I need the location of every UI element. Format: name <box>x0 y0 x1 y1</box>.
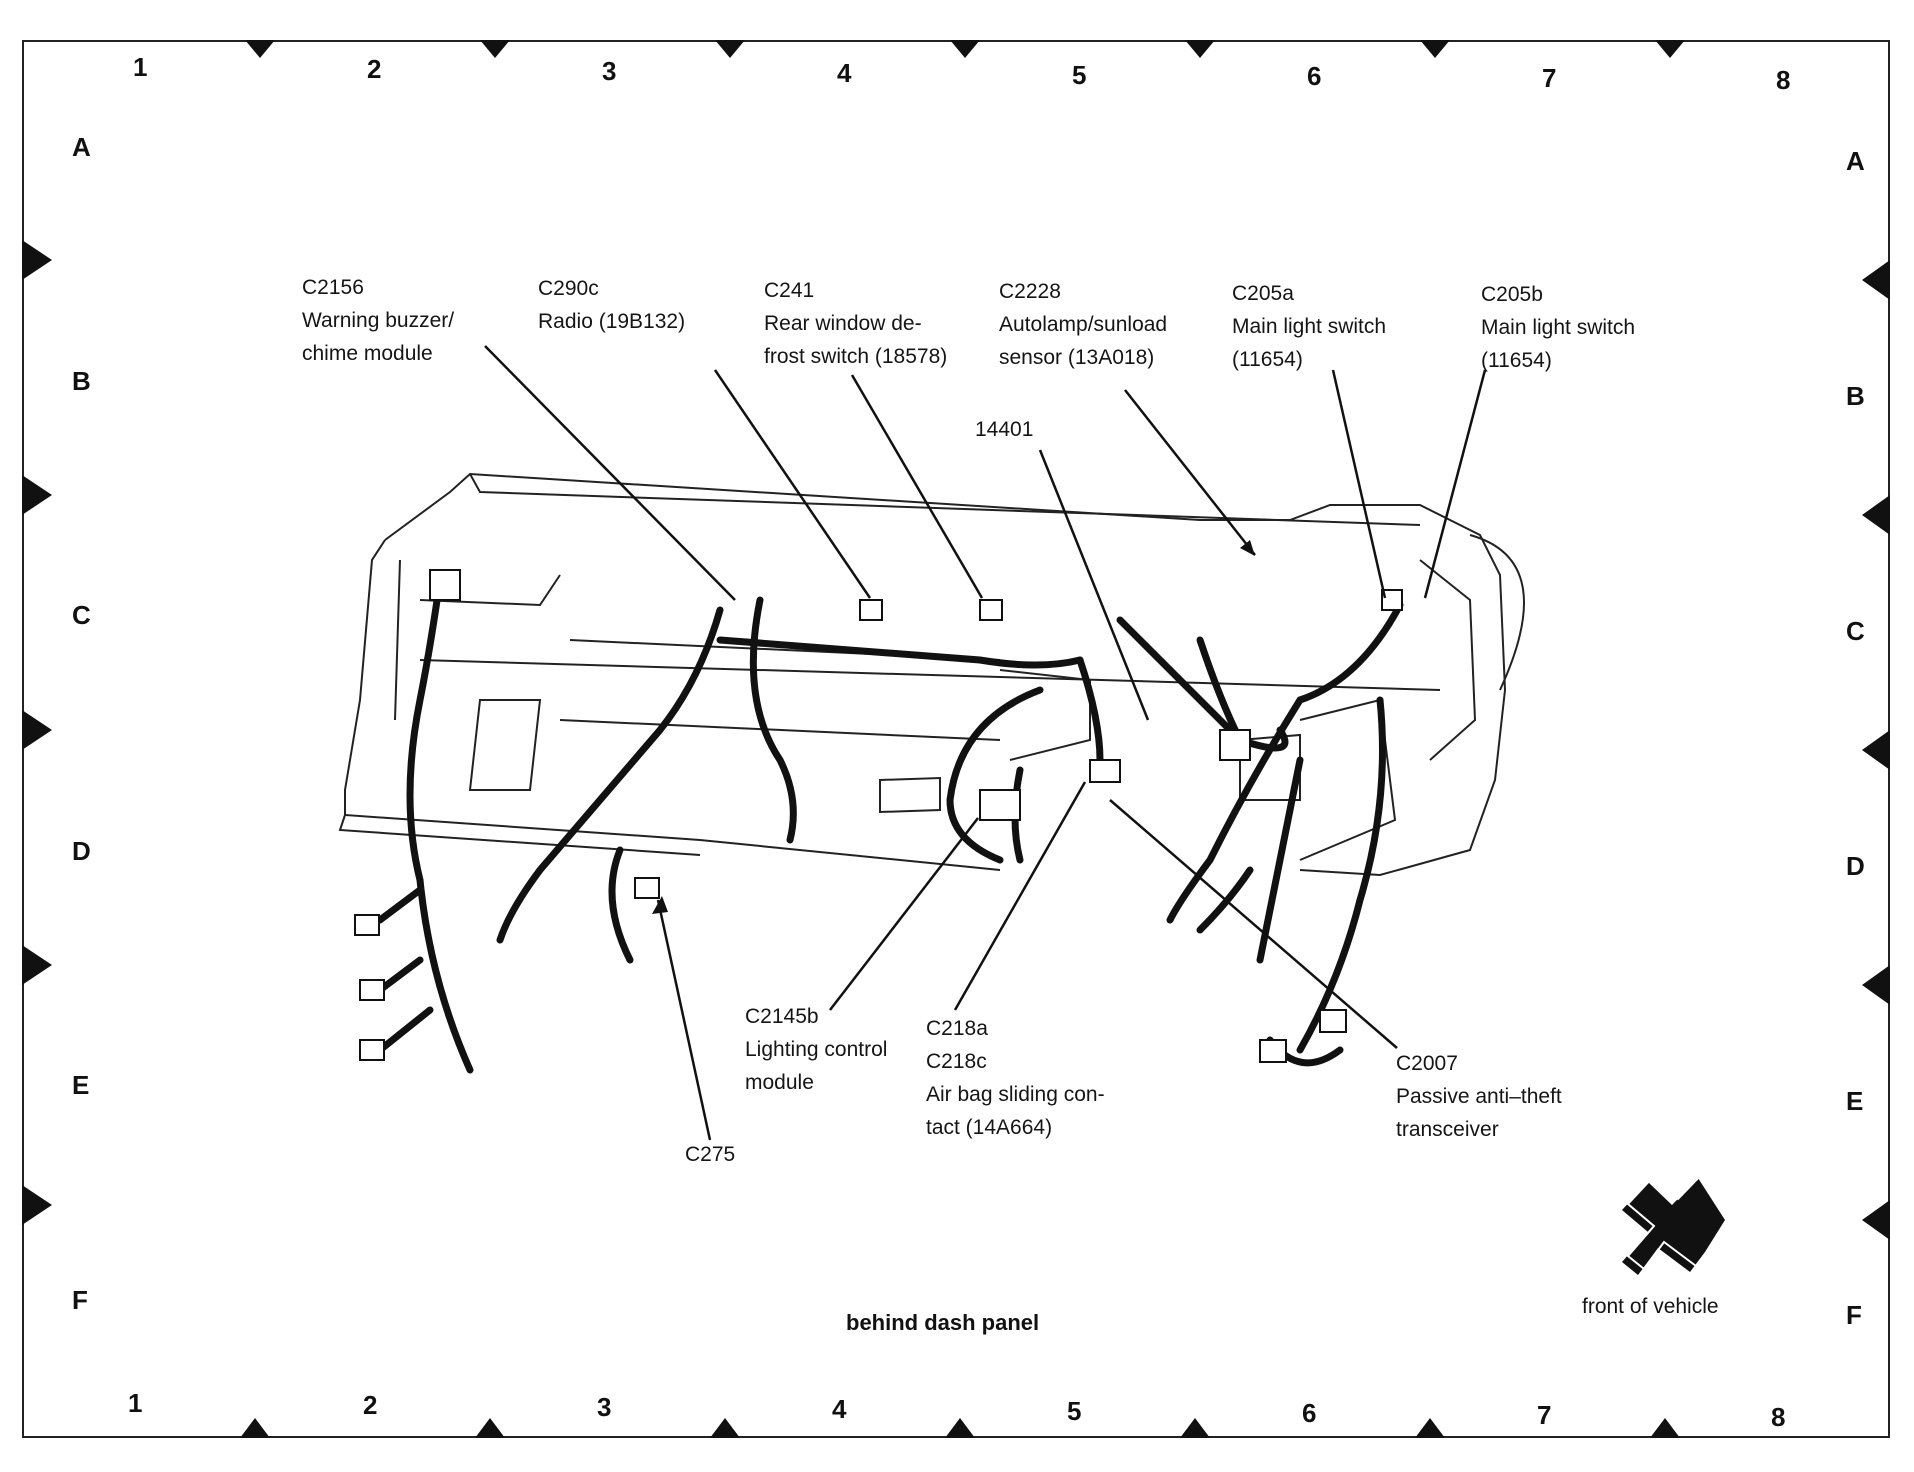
callout-desc-1: Autolamp/sunload <box>999 313 1168 336</box>
grid-row-right-A: A <box>1846 146 1865 176</box>
grid-col-bottom-1: 1 <box>128 1388 143 1418</box>
callout-c2156: C2156 Warning buzzer/ chime module <box>302 271 454 370</box>
grid-col-bottom-8: 8 <box>1771 1402 1786 1432</box>
grid-col-top-1: 1 <box>133 52 148 82</box>
callout-desc-2: (11654) <box>1481 349 1552 372</box>
callout-desc-1: Main light switch <box>1481 316 1636 339</box>
callout-code: C2156 <box>302 276 364 299</box>
callout-c2007: C2007 Passive anti–theft transceiver <box>1396 1047 1562 1146</box>
grid-col-bottom-3: 3 <box>597 1392 612 1422</box>
grid-col-bottom-6: 6 <box>1302 1398 1317 1428</box>
callout-code-2: C218c <box>926 1050 987 1073</box>
connectors <box>354 569 1403 1063</box>
callout-desc-2: frost switch (18578) <box>764 345 948 368</box>
grid-row-left-C: C <box>72 600 91 630</box>
grid-col-top-6: 6 <box>1307 61 1322 91</box>
callout-desc-1: Warning buzzer/ <box>302 309 455 332</box>
callout-desc-2: (11654) <box>1232 348 1303 371</box>
grid-col-top-5: 5 <box>1072 60 1087 90</box>
callout-desc-2: transceiver <box>1396 1118 1499 1141</box>
callout-desc-2: tact (14A664) <box>926 1116 1053 1139</box>
callout-c2228: C2228 Autolamp/sunload sensor (13A018) <box>999 275 1167 374</box>
grid-row-right-F: F <box>1846 1300 1862 1330</box>
callout-c218: C218a C218c Air bag sliding con- tact (1… <box>926 1012 1105 1144</box>
callout-desc-2: sensor (13A018) <box>999 346 1155 369</box>
grid-row-right-D: D <box>1846 851 1865 881</box>
grid-row-left-B: B <box>72 366 91 396</box>
callout-code: C275 <box>685 1143 736 1166</box>
grid-row-left-D: D <box>72 836 91 866</box>
callout-c290c: C290c Radio (19B132) <box>538 272 685 338</box>
callout-c241: C241 Rear window de- frost switch (18578… <box>764 274 947 373</box>
leader-lines <box>484 345 1487 1141</box>
callout-code: C218a <box>926 1017 988 1040</box>
callout-desc-1: Rear window de- <box>764 312 922 335</box>
grid-col-bottom-2: 2 <box>363 1390 378 1420</box>
callout-desc-2: module <box>745 1071 814 1094</box>
grid-row-left-E: E <box>72 1070 90 1100</box>
front-of-vehicle-icon <box>1622 1170 1733 1275</box>
grid-row-right-C: C <box>1846 616 1865 646</box>
callout-code: C290c <box>538 277 599 300</box>
callout-code: C2145b <box>745 1005 819 1028</box>
diagram-caption: behind dash panel <box>846 1310 1040 1335</box>
grid-col-top-2: 2 <box>367 54 382 84</box>
grid-col-top-3: 3 <box>602 56 617 86</box>
callout-desc-1: Passive anti–theft <box>1396 1085 1562 1108</box>
callout-code: C2007 <box>1396 1052 1458 1075</box>
dash-panel-outline <box>338 472 1525 877</box>
callout-code: C241 <box>764 279 815 302</box>
grid-col-bottom-4: 4 <box>832 1394 847 1424</box>
callout-code: C205a <box>1232 282 1294 305</box>
grid-row-right-B: B <box>1846 381 1865 411</box>
grid-col-bottom-7: 7 <box>1537 1400 1552 1430</box>
grid-col-top-7: 7 <box>1542 63 1557 93</box>
callout-desc-1: Radio (19B132) <box>538 310 686 333</box>
callout-desc-2: chime module <box>302 342 433 365</box>
callout-c2145b: C2145b Lighting control module <box>745 1000 887 1099</box>
callout-c275: C275 <box>685 1138 735 1171</box>
callout-c205b: C205b Main light switch (11654) <box>1481 278 1635 377</box>
grid-row-left-F: F <box>72 1285 88 1315</box>
grid-row-left-A: A <box>72 132 91 162</box>
callout-14401: 14401 <box>975 413 1033 446</box>
callout-desc-1: Lighting control <box>745 1038 888 1061</box>
callout-code: 14401 <box>975 418 1034 441</box>
grid-col-bottom-5: 5 <box>1067 1396 1082 1426</box>
callout-code: C205b <box>1481 283 1543 306</box>
callout-desc-1: Main light switch <box>1232 315 1387 338</box>
grid-col-top-8: 8 <box>1776 65 1791 95</box>
grid-row-right-E: E <box>1846 1086 1864 1116</box>
border-markers <box>22 40 1890 1438</box>
callout-desc-1: Air bag sliding con- <box>926 1083 1105 1106</box>
leader-arrowheads <box>652 540 1255 914</box>
front-of-vehicle-label: front of vehicle <box>1582 1295 1719 1318</box>
grid-col-top-4: 4 <box>837 58 852 88</box>
wiring-harness <box>376 576 1404 1074</box>
callout-c205a: C205a Main light switch (11654) <box>1232 277 1386 376</box>
callout-code: C2228 <box>999 280 1061 303</box>
